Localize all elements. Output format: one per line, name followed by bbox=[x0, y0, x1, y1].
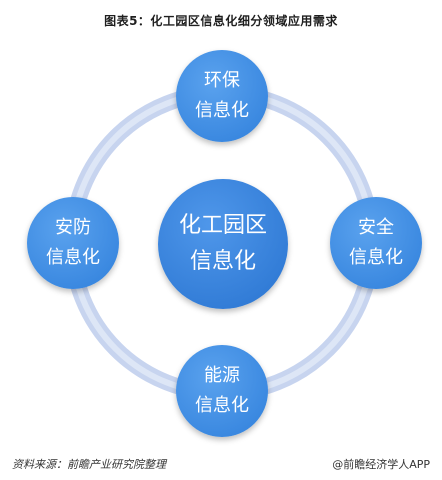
node-label-line1: 安全 bbox=[358, 217, 394, 238]
center-label-line1: 化工园区 bbox=[178, 213, 267, 238]
chart-title: 图表5：化工园区信息化细分领域应用需求 bbox=[104, 14, 338, 28]
brand-credit: @前瞻经济学人APP bbox=[332, 456, 430, 472]
node-energy-informatization: 能源 信息化 bbox=[176, 345, 268, 437]
node-label-line2: 信息化 bbox=[46, 247, 100, 268]
node-security-informatization: 安防 信息化 bbox=[27, 197, 119, 289]
node-label-line1: 环保 bbox=[204, 70, 240, 91]
node-label-line1: 能源 bbox=[204, 365, 240, 386]
node-chemical-park-informatization: 化工园区 信息化 bbox=[158, 179, 288, 309]
node-safety-informatization: 安全 信息化 bbox=[330, 197, 422, 289]
node-label-line2: 信息化 bbox=[195, 100, 249, 121]
brand-credit-text: @前瞻经济学人APP bbox=[332, 458, 430, 471]
node-label-line1: 安防 bbox=[55, 217, 91, 238]
center-label-line2: 信息化 bbox=[189, 249, 256, 274]
node-label-line2: 信息化 bbox=[349, 247, 403, 268]
node-label-line2: 信息化 bbox=[195, 395, 249, 416]
source-note: 资料来源：前瞻产业研究院整理 bbox=[12, 458, 166, 471]
node-environmental-informatization: 环保 信息化 bbox=[176, 50, 268, 142]
